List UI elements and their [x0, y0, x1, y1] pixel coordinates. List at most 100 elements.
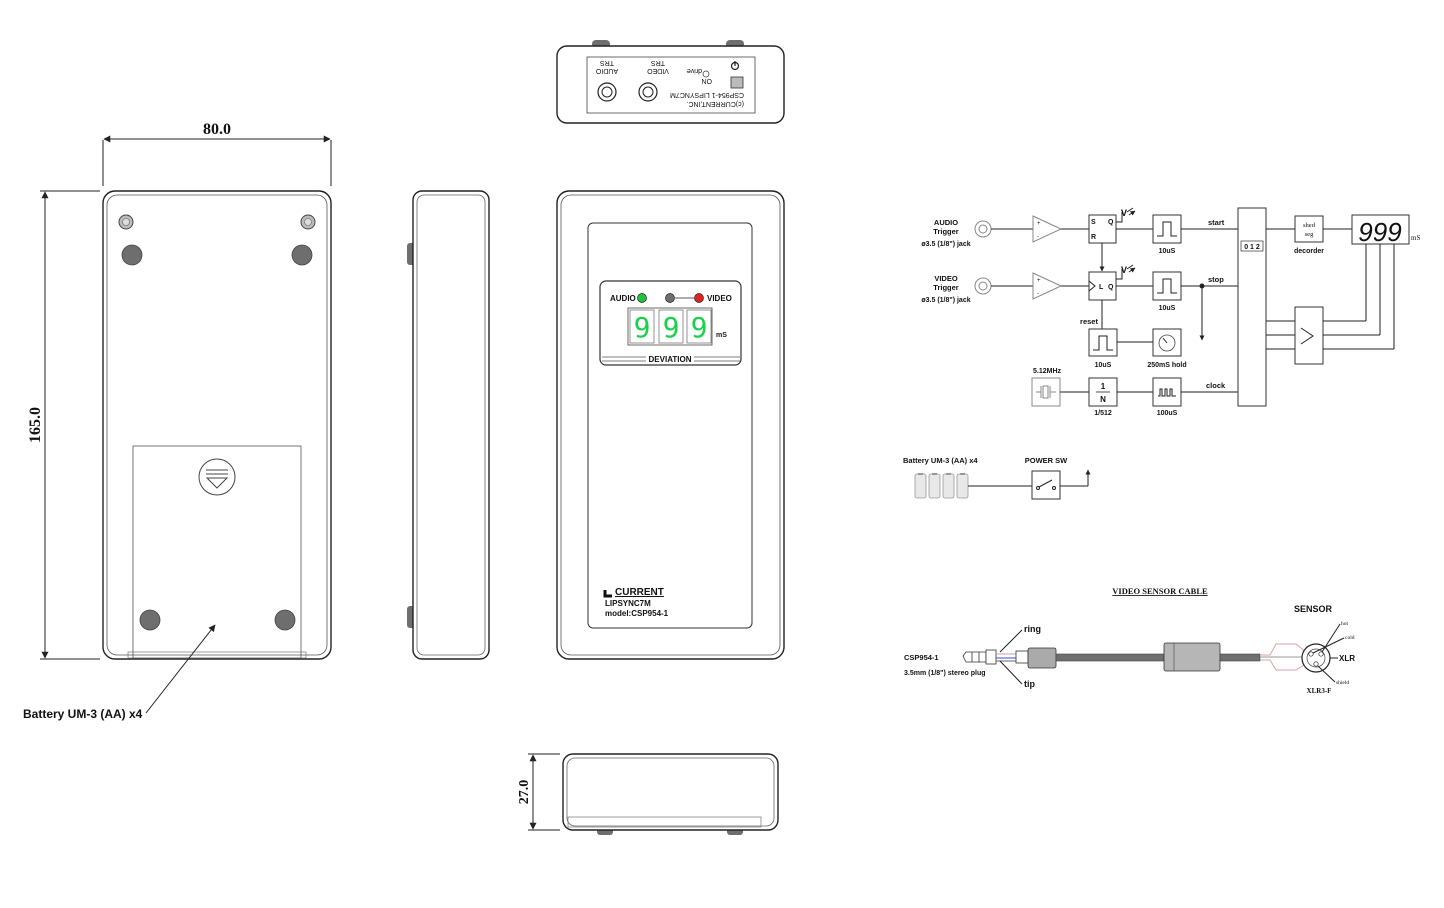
battery-cell: [942, 473, 955, 499]
sr-q-label: Q: [1108, 219, 1114, 226]
bottom-view: 27.0: [517, 753, 779, 835]
display-unit: mS: [716, 332, 727, 339]
top-panel-copyright: (c)CURRENT,INC.: [686, 100, 744, 107]
tip-label: tip: [1024, 679, 1035, 689]
svg-text:-: -: [1037, 291, 1039, 297]
sr-r-label: R: [1091, 234, 1096, 241]
brand-name: CURRENT: [615, 587, 664, 598]
latch-l-label: L: [1099, 284, 1104, 291]
timer-icon: [1158, 334, 1176, 352]
bottom-body: [562, 753, 779, 831]
back-body-inner: [106, 194, 328, 656]
power-diagram: Battery UM-3 (AA) x4 POWER SW: [903, 456, 1091, 500]
counter-label: 0 1 2: [1244, 244, 1260, 251]
top-panel-audio-label: AUDIO: [595, 67, 618, 74]
power-switch[interactable]: [730, 76, 744, 89]
video-jack[interactable]: [638, 82, 658, 102]
display-digit: 9: [691, 311, 708, 344]
back-view: 80.0 165.0 Battery UM-3 (AA) x4: [23, 121, 332, 721]
audio-led: [637, 293, 647, 303]
battery-cell: [928, 473, 941, 499]
height-dimension-label: 165.0: [27, 407, 44, 443]
pulse-10us-start: [1152, 214, 1182, 244]
xlr-hot-label: hot: [1341, 621, 1349, 627]
xlr-label: XLR: [1339, 654, 1355, 663]
svg-text:V: V: [1121, 265, 1127, 275]
decoder-box-text-2: seg: [1305, 231, 1314, 238]
pulse-10us-stop: [1152, 271, 1182, 301]
top-panel-drive-label: drive: [687, 67, 702, 74]
video-led: [694, 293, 704, 303]
counter: [1237, 207, 1267, 407]
sensor-label: SENSOR: [1294, 604, 1333, 614]
decoder-box-text-1: shed: [1303, 222, 1316, 229]
divider-numerator: 1: [1101, 382, 1106, 391]
audio-jack[interactable]: [597, 82, 617, 102]
plug-model-label: CSP954-1: [904, 653, 939, 662]
latch-q-label: Q: [1108, 284, 1114, 291]
battery-callout-leader: [145, 624, 216, 714]
pulse-10us-stop-label: 10uS: [1159, 305, 1176, 312]
center-led: [665, 293, 675, 303]
svg-text:+: +: [1037, 221, 1041, 227]
seven-segment-display: [627, 307, 713, 346]
audio-input-label: AUDIO: [934, 218, 958, 227]
deviation-label: DEVIATION: [649, 355, 692, 364]
power-switch-label: POWER SW: [1025, 456, 1068, 465]
video-comparator: [1032, 272, 1063, 300]
top-panel-audio-trs: TRS: [600, 59, 614, 66]
stereo-plug: [962, 651, 987, 663]
stop-label: stop: [1208, 275, 1224, 284]
display-unit-label: mS: [1411, 234, 1420, 242]
top-panel-video-label: VIDEO: [647, 67, 669, 74]
power-battery-label: Battery UM-3 (AA) x4: [903, 456, 978, 465]
sr-s-label: S: [1091, 219, 1096, 226]
top-panel-on-label: ON: [702, 77, 713, 84]
pulse-100us-label: 100uS: [1157, 410, 1178, 417]
rubber-foot: [121, 244, 143, 266]
segment-decoder: [1294, 215, 1324, 243]
plug-description: 3.5mm (1/8") stereo plug: [904, 670, 986, 677]
display-digit: 9: [663, 311, 680, 344]
pulse-10us-start-label: 10uS: [1159, 248, 1176, 255]
top-panel-view: (c)CURRENT,INC. CSP954-1 LIPSYNC7M ON dr…: [556, 40, 785, 124]
display-digit: 9: [634, 311, 651, 344]
width-dimension-label: 80.0: [203, 121, 231, 138]
crystal-label: 5.12MHz: [1033, 368, 1062, 375]
back-body: [102, 190, 332, 660]
battery-lid-release-icon: [198, 458, 236, 496]
led-display-digits: 999: [1358, 217, 1401, 247]
depth-dimension-label: 27.0: [517, 780, 532, 805]
start-label: start: [1208, 218, 1225, 227]
audio-input-trigger: Trigger: [933, 227, 959, 236]
plug-boot: [1027, 647, 1057, 669]
reset-label: reset: [1080, 317, 1098, 326]
cable-junction: [1163, 642, 1221, 672]
divider-label: 1/512: [1094, 410, 1112, 417]
top-panel-label-plate: [586, 56, 756, 114]
xlr-model-label: XLR3-F: [1307, 687, 1332, 695]
side-body: [412, 190, 490, 660]
sensor-cable-diagram: VIDEO SENSOR CABLE SENSOR CSP954-1 3.5mm…: [904, 586, 1355, 695]
top-panel-model: CSP954-1 LIPSYNC7M: [670, 91, 744, 98]
sr-flipflop: [1088, 214, 1117, 244]
video-input-jack: ø3.5 (1/8") jack: [921, 297, 970, 304]
product-name: LIPSYNC7M: [605, 599, 651, 608]
drive-led-icon: [702, 70, 710, 78]
video-input-trigger: Trigger: [933, 283, 959, 292]
ring-label: ring: [1024, 624, 1041, 634]
power-switch-symbol: [1031, 470, 1061, 500]
xlr-shield-label: shield: [1336, 680, 1349, 686]
svg-text:V: V: [1121, 208, 1127, 218]
video-led-label: VIDEO: [707, 294, 732, 303]
video-input-label: VIDEO: [934, 274, 958, 283]
audio-jack-symbol: [974, 220, 992, 238]
side-view: [407, 190, 490, 660]
rubber-foot: [139, 609, 161, 631]
decoder-label: decorder: [1294, 248, 1324, 255]
svg-text:+: +: [1037, 278, 1041, 284]
battery-cell: [914, 473, 927, 499]
pulse-10us-reset-label: 10uS: [1095, 362, 1112, 369]
digit-comparator: [1294, 306, 1324, 365]
